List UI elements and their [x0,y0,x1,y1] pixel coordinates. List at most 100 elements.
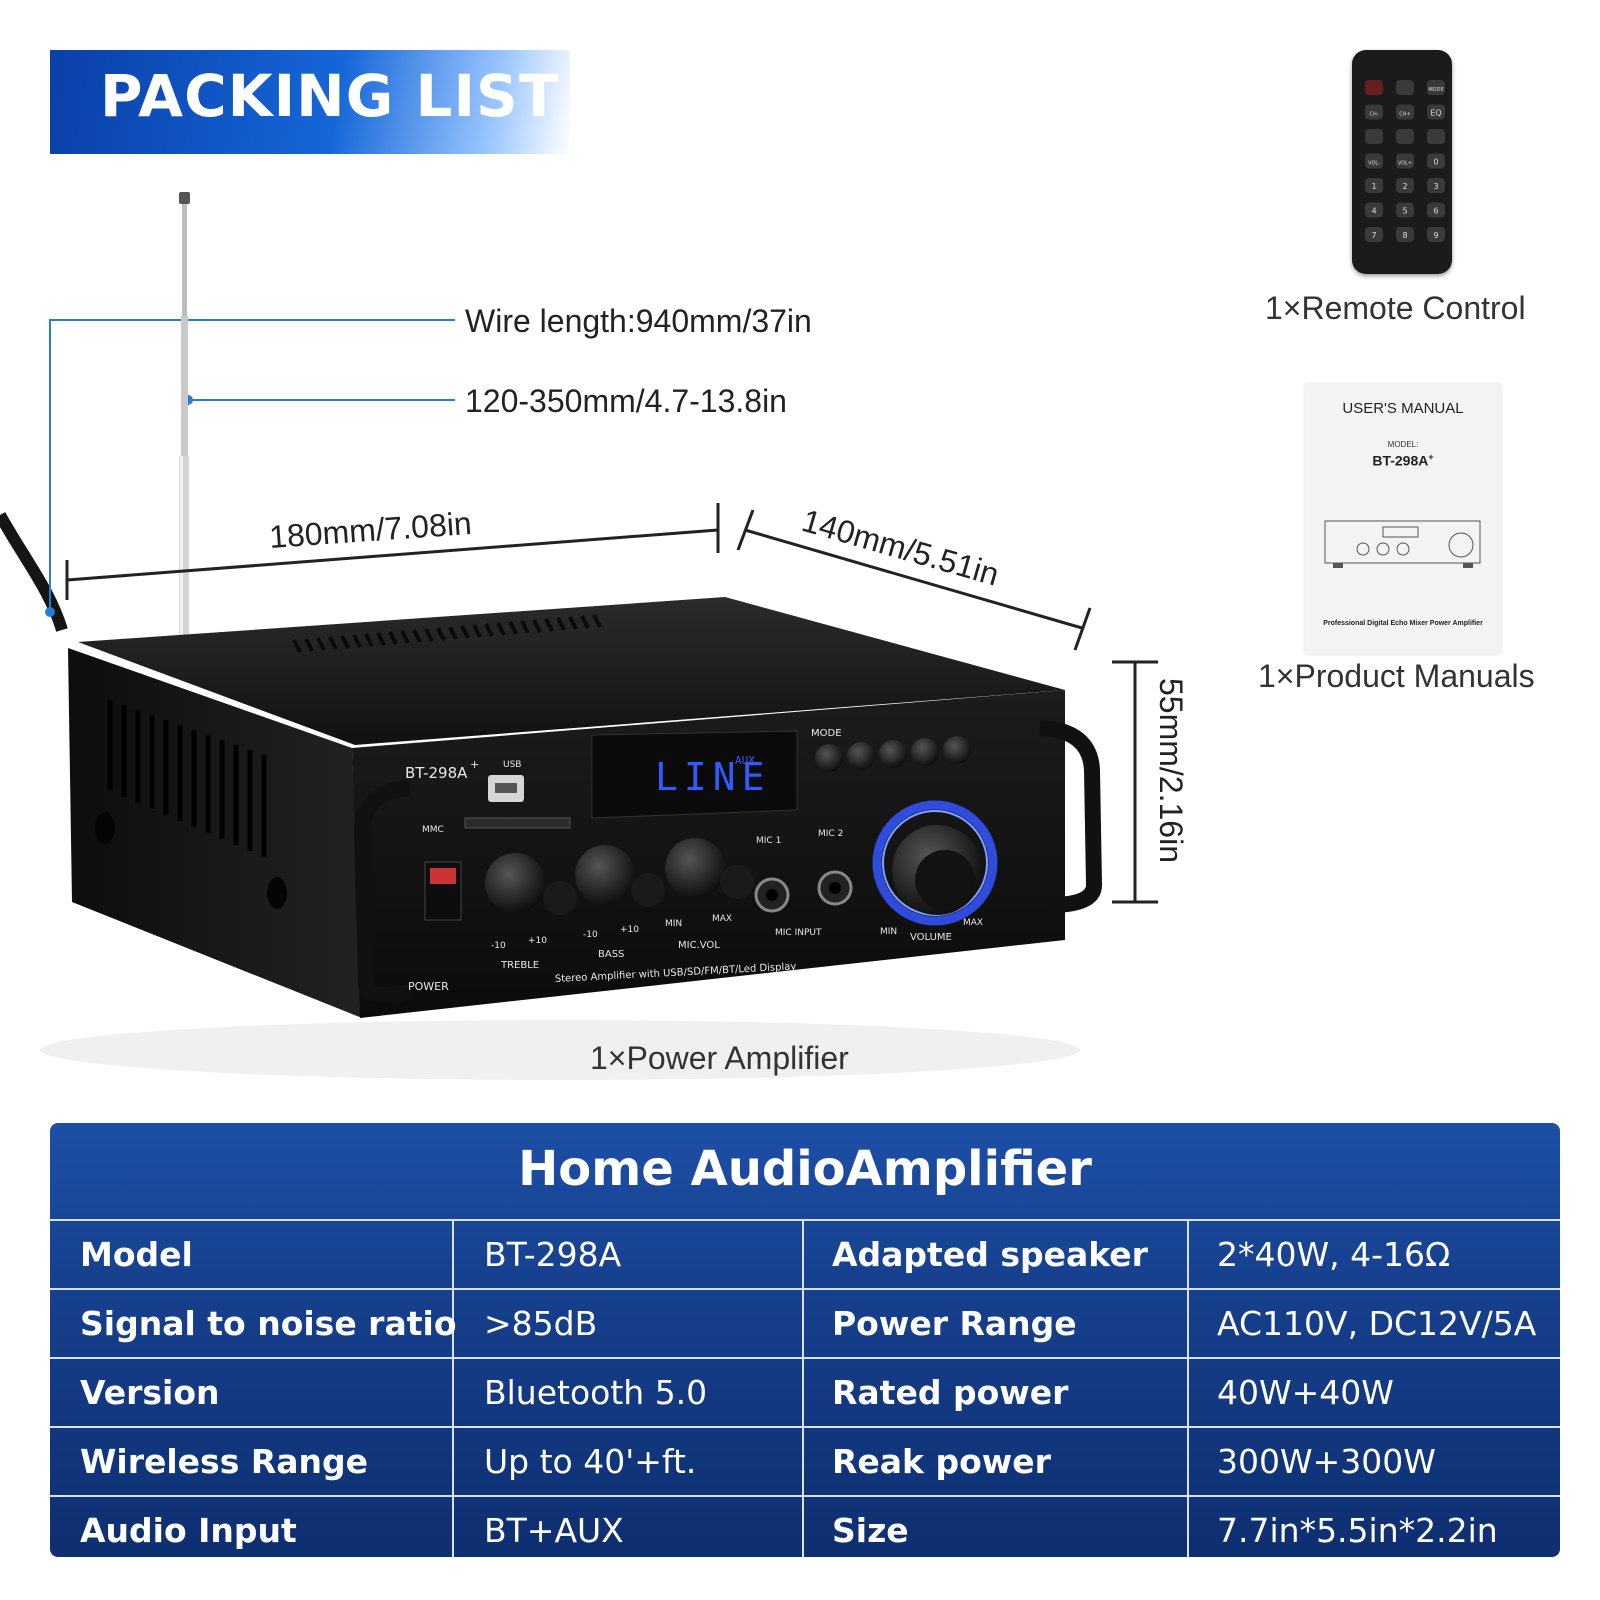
power-cable [0,512,68,632]
spec-key: Wireless Range [50,1428,454,1495]
spec-key: Version [50,1359,454,1426]
volume-max: MAX [963,918,983,928]
spec-key: Signal to noise ratio [50,1290,457,1357]
spec-value: BT-298A [454,1221,804,1288]
led-display [591,730,798,819]
amplifier-caption: 1×Power Amplifier [590,1040,849,1076]
spec-key: Power Range [804,1290,1189,1357]
width-dimension: 180mm/7.08in [268,505,473,555]
product-manual [1305,384,1501,654]
remote-button [1427,129,1445,144]
remote-button-label: 2 [1402,182,1407,191]
manual-model-label: MODEL: [1387,440,1419,449]
display-small-text: AUX [735,754,755,767]
spec-key: Audio Input [50,1497,454,1557]
wire-length-label: Wire length:940mm/37in [465,303,812,339]
left-handle [353,780,412,1003]
volume-knob [872,800,998,926]
power-label: POWER [408,980,449,993]
device-model-sup: + [470,758,479,771]
manual-model-sup: + [1428,452,1434,462]
mic-vol-max: MAX [712,914,732,924]
remote-button-label: MODE [1428,87,1443,93]
bass-knob [575,845,665,907]
spec-key: Reak power [804,1428,1189,1495]
spec-title: Home AudioAmplifier [518,1141,1092,1197]
amplifier-illustration: LINE AUX [0,192,1189,1080]
spec-rows: Model BT-298A Adapted speaker 2*40W, 4-1… [50,1219,1560,1557]
mic1-label: MIC 1 [756,836,781,846]
spec-row: Model BT-298A Adapted speaker 2*40W, 4-1… [50,1219,1560,1288]
remote-button [1396,104,1414,120]
remote-button [1365,129,1383,144]
mic-vol-label: MIC.VOL [678,940,720,951]
remote-caption: 1×Remote Control [1265,290,1526,326]
remote-button [1427,202,1445,218]
spec-row: Version Bluetooth 5.0 Rated power 40W+40… [50,1357,1560,1426]
treble-plus: +10 [528,936,547,946]
spec-value: Up to 40'+ft. [454,1428,804,1495]
sd-slot [464,817,571,829]
spec-row: Wireless Range Up to 40'+ft. Reak power … [50,1426,1560,1495]
remote-button-label: 9 [1433,231,1438,240]
mic2-label: MIC 2 [818,829,843,839]
remote-button-label: 1 [1371,182,1376,191]
remote-button [1427,227,1445,242]
bass-label: BASS [598,949,624,960]
mic-vol-knob [665,838,754,899]
device-model-label: BT-298A [405,764,468,782]
remote-button-label: VOL+ [1398,161,1412,167]
remote-button-label: 4 [1371,207,1376,216]
remote-button [1396,202,1414,218]
leader-dot-cable [45,607,55,617]
remote-button-label: 0 [1433,158,1438,167]
antenna-length-label: 120-350mm/4.7-13.8in [465,383,787,419]
bass-plus: +10 [620,925,639,935]
spec-value: 300W+300W [1217,1442,1436,1481]
remote-button-label: 7 [1371,231,1376,240]
mic-input-label: MIC INPUT [775,928,822,938]
remote-button [1427,80,1445,95]
spec-key: Adapted speaker [804,1221,1189,1288]
bass-minus: -10 [583,930,598,940]
manual-caption: 1×Product Manuals [1258,658,1535,694]
height-dimension: 55mm/2.16in [1153,678,1189,863]
spec-value: BT+AUX [454,1497,804,1557]
treble-knob [485,853,577,915]
remote-button-label: CH+ [1399,112,1410,118]
remote-button-label: 5 [1402,207,1407,216]
display-text: LINE [655,755,771,799]
remote-button [1396,227,1414,242]
spec-value: 7.7in*5.5in*2.2in [1217,1511,1498,1550]
remote-button [1427,178,1445,193]
treble-label: TREBLE [500,960,539,971]
right-handle [1039,720,1103,913]
dimension-lines [65,503,1158,904]
spec-value: 40W+40W [1217,1373,1394,1412]
spec-key: Model [50,1221,454,1288]
manual-model-name: BT-298A [1372,452,1429,469]
spec-row: Signal to noise ratio >85dB Power Range … [50,1288,1560,1357]
spec-key: Rated power [804,1359,1189,1426]
remote-button [1365,153,1383,169]
remote-button [1396,153,1414,169]
treble-minus: -10 [491,941,506,951]
antenna-icon [179,192,190,641]
remote-button [1365,178,1383,193]
mode-buttons [815,736,971,772]
banner-title: PACKING LIST [100,62,560,130]
remote-button-label: CH- [1369,112,1378,118]
mmc-label: MMC [422,825,444,835]
manual-title: USER'S MANUAL [1342,400,1464,417]
spec-value: AC110V, DC12V/5A [1217,1304,1537,1343]
remote-button-label: 6 [1433,207,1438,216]
depth-dimension: 140mm/5.51in [798,502,1003,592]
remote-button-label: EQ [1430,109,1441,118]
spec-row: Audio Input BT+AUX Size 7.7in*5.5in*2.2i… [50,1495,1560,1557]
power-amplifier: LINE AUX [68,597,1103,1018]
spec-value: >85dB [454,1290,804,1357]
manual-footer: Professional Digital Echo Mixer Power Am… [1323,620,1483,627]
remote-button [1427,104,1445,120]
remote-button [1396,80,1414,95]
remote-button-label: 8 [1402,231,1407,240]
